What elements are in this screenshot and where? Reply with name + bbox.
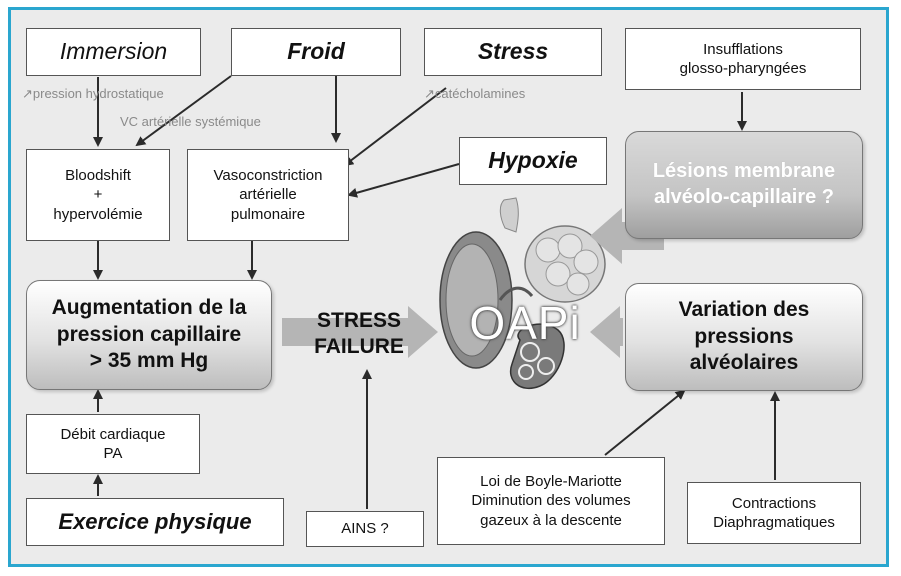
contractions-box: Contractions Diaphragmatiques <box>687 482 861 544</box>
insufflations-box: Insufflations glosso-pharyngées <box>625 28 861 90</box>
vasoconstriction-label: Vasoconstriction artérielle pulmonaire <box>213 166 323 223</box>
bloodshift-label: Bloodshift + hypervolémie <box>53 166 143 223</box>
boyle-label: Loi de Boyle-Mariotte Diminution des vol… <box>471 472 631 529</box>
lung-illustration <box>439 197 606 389</box>
contractions-label: Contractions Diaphragmatiques <box>713 494 835 532</box>
hypoxie-box: Hypoxie <box>459 137 607 185</box>
vasoconstriction-box: Vasoconstriction artérielle pulmonaire <box>187 149 349 241</box>
stress-box: Stress <box>424 28 602 76</box>
note-pression-hydrostatique: ↗pression hydrostatique <box>22 86 164 101</box>
bloodshift-box: Bloodshift + hypervolémie <box>26 149 170 241</box>
ains-label: AINS ? <box>341 520 389 538</box>
note-catecholamines: ↗catécholamines <box>424 86 526 101</box>
exercice-box: Exercice physique <box>26 498 284 546</box>
insufflations-label: Insufflations glosso-pharyngées <box>679 40 807 78</box>
froid-label: Froid <box>287 38 345 65</box>
variation-label: Variation des pressions alvéolaires <box>678 297 810 375</box>
augmentation-label: Augmentation de la pression capillaire >… <box>51 295 247 373</box>
stress-failure-label: STRESS FAILURE <box>314 309 404 359</box>
froid-box: Froid <box>231 28 401 76</box>
variation-box: Variation des pressions alvéolaires <box>625 283 863 391</box>
note-vc-arterielle: VC artérielle systémique <box>120 114 261 129</box>
ains-box: AINS ? <box>306 511 424 547</box>
boyle-box: Loi de Boyle-Mariotte Diminution des vol… <box>437 457 665 545</box>
lesions-label: Lésions membrane alvéolo-capillaire ? <box>652 160 836 208</box>
immersion-label: Immersion <box>59 38 168 65</box>
oapi-label: OAPi <box>469 297 581 349</box>
immersion-box: Immersion <box>26 28 201 76</box>
hypoxie-label: Hypoxie <box>488 147 578 174</box>
debit-label: Débit cardiaque PA <box>60 425 166 463</box>
stress-label: Stress <box>477 38 549 65</box>
block-arrow-stress-failure <box>282 306 438 358</box>
augmentation-box: Augmentation de la pression capillaire >… <box>26 280 272 390</box>
exercice-label: Exercice physique <box>58 508 252 534</box>
block-arrow-variation <box>590 306 623 358</box>
lesions-box: Lésions membrane alvéolo-capillaire ? <box>625 131 863 239</box>
debit-box: Débit cardiaque PA <box>26 414 200 474</box>
